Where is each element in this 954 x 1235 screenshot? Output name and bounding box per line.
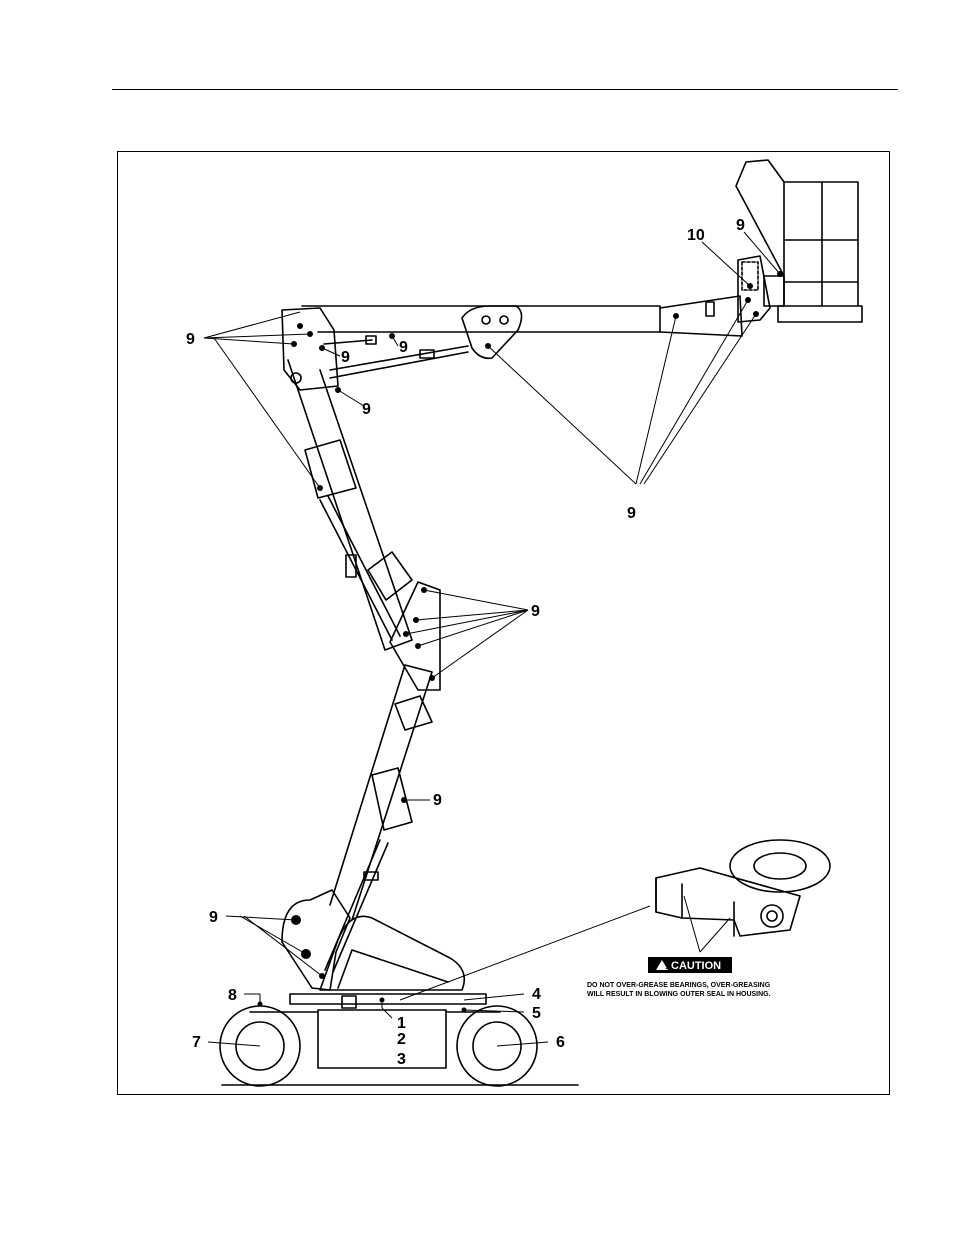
label-10: 10 bbox=[687, 227, 705, 244]
label-9-left-upper: 9 bbox=[186, 331, 195, 348]
caution-badge-text: CAUTION bbox=[671, 960, 721, 972]
label-3: 3 bbox=[397, 1051, 406, 1068]
label-4: 4 bbox=[532, 986, 541, 1003]
turntable-plate bbox=[290, 994, 486, 1004]
label-9-lower-boom: 9 bbox=[433, 792, 442, 809]
label-2: 2 bbox=[397, 1031, 406, 1048]
label-9-knuckle-b: 9 bbox=[399, 339, 408, 356]
label-7: 7 bbox=[192, 1034, 201, 1051]
chassis-body bbox=[318, 1010, 446, 1068]
lower-boom bbox=[330, 665, 432, 920]
label-9-base: 9 bbox=[209, 909, 218, 926]
upper-boom bbox=[288, 360, 412, 650]
leader-lines bbox=[204, 232, 780, 1046]
label-9-knuckle-a: 9 bbox=[341, 349, 350, 366]
lower-boom-link bbox=[395, 696, 432, 730]
label-9-knuckle-c: 9 bbox=[362, 401, 371, 418]
label-9-elbow: 9 bbox=[531, 603, 540, 620]
label-6: 6 bbox=[556, 1034, 565, 1051]
label-9-jib: 9 bbox=[627, 505, 636, 522]
grease-fittings bbox=[258, 271, 784, 1013]
jib-tilt-cylinder bbox=[324, 340, 372, 344]
label-8: 8 bbox=[228, 987, 237, 1004]
caution-line-2: WILL RESULT IN BLOWING OUTER SEAL IN HOU… bbox=[587, 991, 771, 998]
label-5: 5 bbox=[532, 1005, 541, 1022]
jib-boom bbox=[302, 306, 660, 332]
label-1: 1 bbox=[397, 1015, 406, 1032]
label-9-platform: 9 bbox=[736, 217, 745, 234]
platform-basket bbox=[736, 160, 862, 322]
cover-detail bbox=[338, 950, 448, 988]
base-bracket bbox=[282, 890, 350, 990]
swing-bearing bbox=[342, 996, 356, 1008]
svg-text:!: ! bbox=[665, 962, 668, 971]
bearing-inset bbox=[656, 840, 830, 936]
caution-line-1: DO NOT OVER-GREASE BEARINGS, OVER-GREASI… bbox=[587, 982, 771, 989]
caution-notice: ! CAUTION DO NOT OVER-GREASE BEARINGS, O… bbox=[587, 957, 771, 998]
